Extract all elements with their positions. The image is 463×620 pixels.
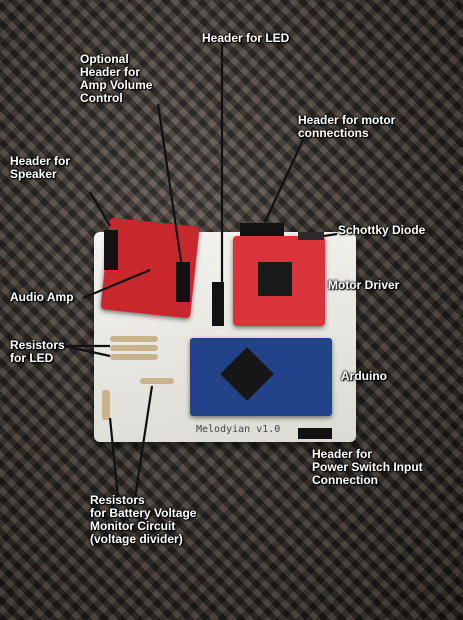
leader-line-motor-header bbox=[264, 139, 304, 223]
power-switch-header bbox=[298, 428, 332, 439]
leader-line-amp-volume bbox=[156, 103, 184, 269]
motor-header bbox=[240, 223, 284, 236]
led-resistor bbox=[110, 336, 158, 342]
led-header bbox=[212, 282, 224, 326]
battery-resistor bbox=[140, 378, 174, 384]
leader-line-audio-amp bbox=[82, 268, 151, 300]
schottky-diode bbox=[298, 232, 324, 240]
led-resistor bbox=[110, 345, 158, 351]
led-resistor bbox=[110, 354, 158, 360]
leader-line-battery-resistor bbox=[133, 385, 154, 499]
label-arduino: Arduino bbox=[341, 369, 387, 383]
leader-line-led-resistors bbox=[63, 344, 111, 358]
leader-line-schottky bbox=[323, 232, 338, 238]
label-motor-driver: Motor Driver bbox=[328, 278, 400, 292]
motor-driver-chip bbox=[258, 262, 292, 296]
label-schottky-diode: Schottky Diode bbox=[338, 223, 426, 237]
label-header-for-led: Header for LED bbox=[202, 31, 290, 45]
battery-resistor bbox=[102, 390, 110, 420]
label-resistors-for-led: Resistors for LED bbox=[10, 338, 65, 365]
amp-volume-header bbox=[176, 262, 190, 302]
label-header-for-power: Header for Power Switch Input Connection bbox=[312, 447, 423, 487]
label-optional-header: Optional Header for Amp Volume Control bbox=[80, 52, 153, 105]
label-resistors-battery: Resistors for Battery Voltage Monitor Ci… bbox=[90, 493, 197, 546]
leader-line-battery-resistor bbox=[108, 417, 120, 499]
silkscreen-text: Melodyian v1.0 bbox=[196, 424, 281, 435]
speaker-header bbox=[104, 230, 118, 270]
leader-line-speaker bbox=[89, 191, 111, 227]
label-header-for-motor: Header for motor connections bbox=[298, 113, 396, 140]
label-audio-amp: Audio Amp bbox=[10, 290, 74, 304]
label-header-for-speaker: Header for Speaker bbox=[10, 154, 71, 181]
